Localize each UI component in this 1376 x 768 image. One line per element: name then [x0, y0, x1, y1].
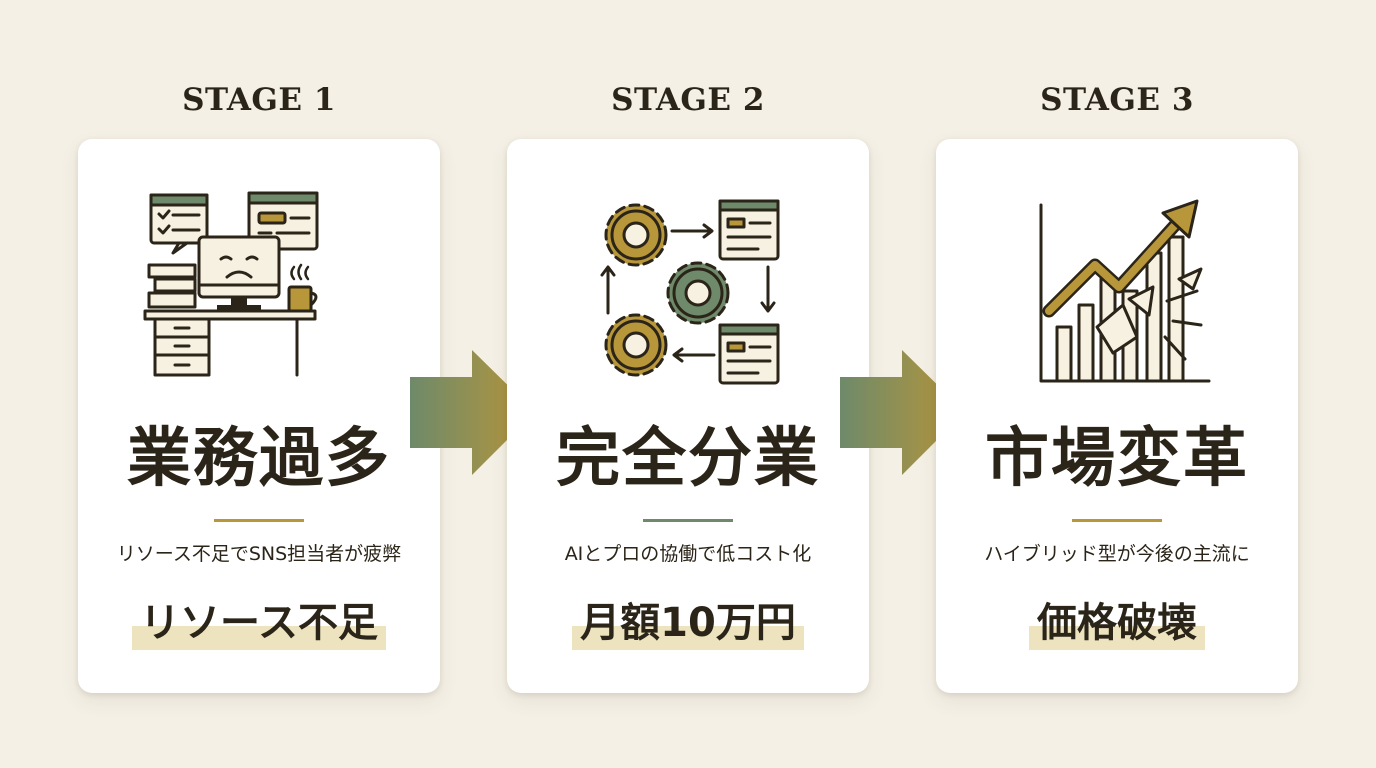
stage-1-keyword: リソース不足	[132, 594, 386, 652]
stage-2-card: 完全分業 AIとプロの協働で低コスト化 月額10万円	[507, 139, 869, 693]
arrow-right-icon	[410, 350, 535, 475]
stage-1-card: 業務過多 リソース不足でSNS担当者が疲弊 リソース不足	[78, 139, 440, 693]
stage-3-label: STAGE 3	[1040, 82, 1194, 118]
arrow-right-icon	[840, 350, 965, 475]
stage-1-divider	[214, 519, 304, 522]
keyword-highlight	[1029, 626, 1205, 650]
overworked-desk-icon	[143, 191, 319, 377]
stage-1-title: 業務過多	[127, 421, 391, 496]
stage-3-description: ハイブリッド型が今後の主流に	[984, 543, 1250, 565]
stage-2-title: 完全分業	[556, 421, 820, 496]
keyword-highlight	[132, 626, 386, 650]
stage-3-card: 市場変革 ハイブリッド型が今後の主流に 価格破壊	[936, 139, 1298, 693]
stage-3-keyword: 価格破壊	[1029, 594, 1205, 652]
gears-workflow-icon	[600, 199, 780, 385]
stage-2-divider	[643, 519, 733, 522]
stage-3-divider	[1072, 519, 1162, 522]
stage-2-label: STAGE 2	[611, 82, 765, 118]
keyword-highlight	[572, 626, 804, 650]
stage-1-label: STAGE 1	[182, 82, 336, 118]
stage-3-title: 市場変革	[985, 421, 1249, 496]
breakthrough-growth-chart-icon	[1039, 199, 1211, 383]
stage-2-keyword: 月額10万円	[572, 594, 804, 652]
stage-2-description: AIとプロの協働で低コスト化	[564, 543, 812, 565]
stage-1-description: リソース不足でSNS担当者が疲弊	[116, 543, 402, 565]
